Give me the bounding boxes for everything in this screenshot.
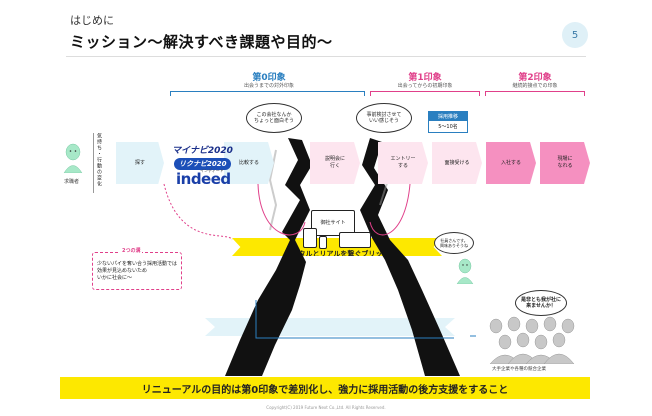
step-info-session: 説明会に 行く xyxy=(310,142,360,184)
hiring-title: 採用推移 xyxy=(429,112,467,121)
impression-1-title: 第1印象 xyxy=(408,73,442,83)
step-join: 入社する xyxy=(486,142,536,184)
phone-icon xyxy=(319,236,327,249)
impression-0-bracket xyxy=(170,91,365,96)
tablet-icon xyxy=(303,228,317,248)
impression-2-sub: 継続的接点での印象 xyxy=(512,83,558,89)
impression-1-sub: 出会ってからの初期印象 xyxy=(397,83,453,89)
page-title: ミッション〜解決すべき課題や目的〜 xyxy=(70,33,333,51)
indeed-sub-label: インディード xyxy=(200,168,224,173)
laptop-icon xyxy=(339,232,371,248)
mission-banner: リニューアルの目的は第0印象で差別化し、強力に採用活動の後方支援をすること xyxy=(60,377,590,399)
page-number: 5 xyxy=(562,22,588,48)
indeed-logo: indeed xyxy=(176,170,231,188)
job-seeker-icon xyxy=(63,143,83,173)
step-onboard: 現場に なれる xyxy=(540,142,590,184)
company-site-label: 御社サイト xyxy=(320,220,346,226)
rikunabi-logo: リクナビ2020 xyxy=(174,158,232,170)
monitor-screen: 御社サイト xyxy=(311,210,355,236)
impression-2-title: 第2印象 xyxy=(518,73,552,83)
behavior-change-caption: 気持ち・行動の変化 xyxy=(93,133,103,193)
employee-icon xyxy=(456,258,474,284)
impression-0-title: 第0印象 xyxy=(252,73,286,83)
competitor-caption: 大手企業や各種の競合企業 xyxy=(492,367,546,372)
competitor-bubble: 是非とも我が社に 来ませんか！ xyxy=(515,290,567,316)
impression-1-bracket xyxy=(370,91,480,96)
mynavi-logo: マイナビ2020 xyxy=(172,146,233,156)
employee-bubble: 社員さんです。 興味ありそうね xyxy=(434,232,474,254)
company-site-devices: 御社サイト xyxy=(303,210,373,250)
gap-note: 少ないパイを奪い合う採用活動では効果が見込めないため いかに社会に〜 xyxy=(92,252,182,290)
hiring-box: 採用推移 5〜10名 xyxy=(428,111,468,133)
section-label: はじめに xyxy=(70,14,114,27)
title-divider xyxy=(66,56,586,57)
bridge-label: デジタルとリアルを繋ぐブリッジ xyxy=(284,250,390,258)
copyright: Copyright(C) 2019 Future Next Co.,Ltd. A… xyxy=(266,405,386,410)
hiring-value: 5〜10名 xyxy=(438,124,458,130)
step-compare: 比較する xyxy=(224,142,274,184)
step-interview: 面接受ける xyxy=(432,142,482,184)
thought-bubble-consider: 事前検討させて いい感じそう xyxy=(356,103,412,133)
impression-2-bracket xyxy=(485,91,585,96)
step-search: 探す xyxy=(116,142,164,184)
step-entry: エントリー する xyxy=(378,142,428,184)
impression-0-sub: 出会うまでの対外印象 xyxy=(243,83,294,89)
job-seeker-label: 求職者 xyxy=(64,179,80,185)
competitor-crowd-icon xyxy=(489,316,575,364)
thought-bubble-interest: この会社なんか ちょっと面白そう xyxy=(246,103,302,133)
gap-note-title: 2つの溝 xyxy=(120,247,143,254)
